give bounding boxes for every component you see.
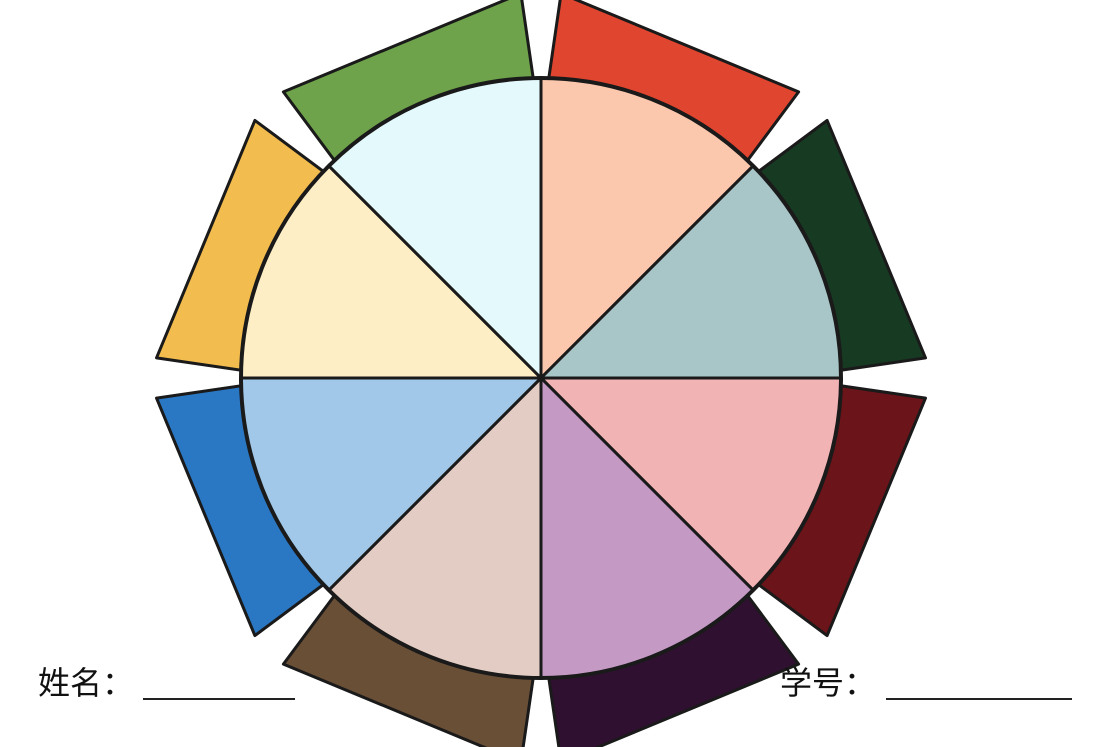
outer-tabs xyxy=(155,0,927,747)
inner-wedges xyxy=(239,76,843,680)
name-label: 姓名： xyxy=(38,664,135,702)
wheel-center-dot xyxy=(538,375,544,381)
wheel-rim xyxy=(239,76,843,680)
name-input-line[interactable] xyxy=(143,698,295,700)
student-id-input-line[interactable] xyxy=(886,698,1072,700)
student-id-label: 学号： xyxy=(780,664,877,702)
